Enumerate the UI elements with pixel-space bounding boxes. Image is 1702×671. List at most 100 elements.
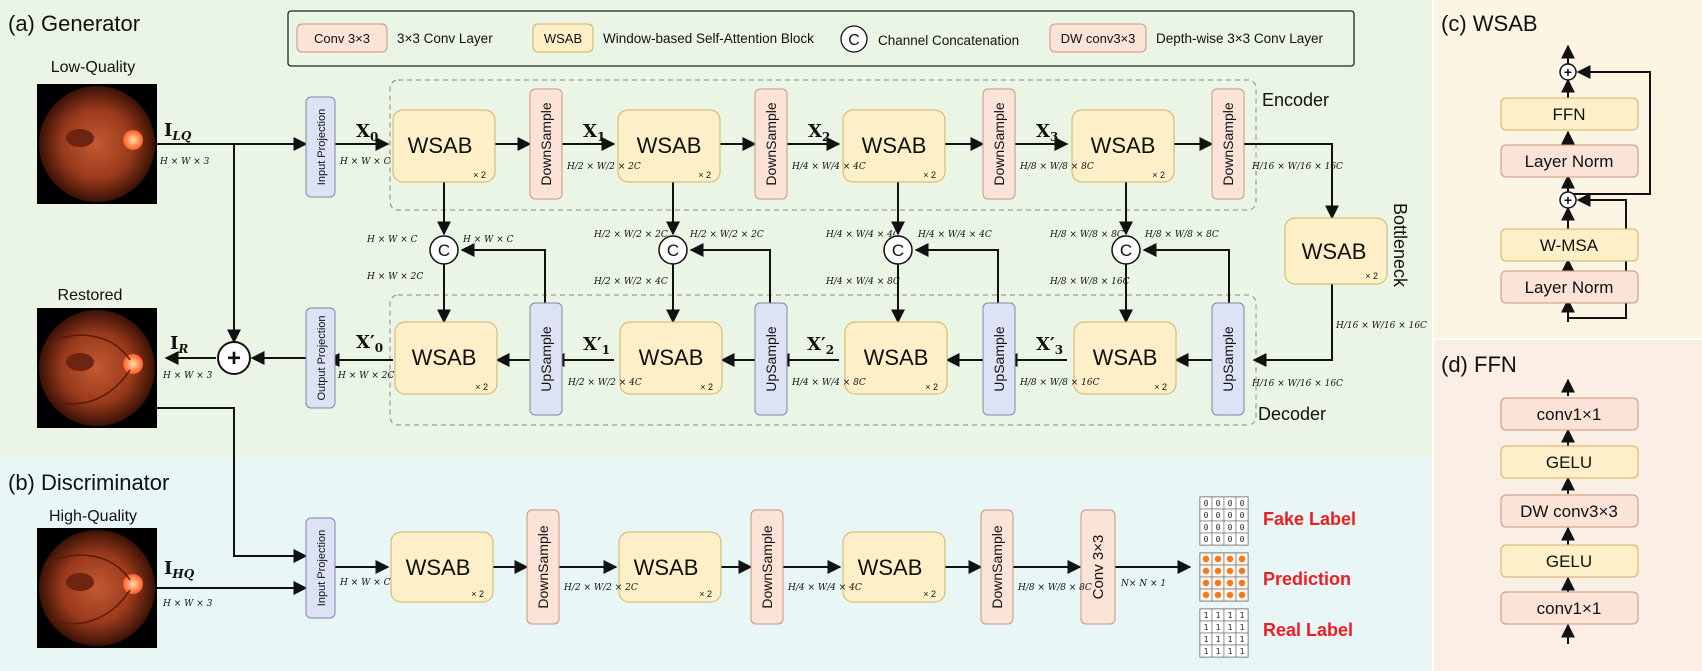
- concat-node-1: C: [429, 235, 459, 265]
- bottleneck-label: Bottleneck: [1390, 203, 1410, 288]
- svg-text:× 2: × 2: [471, 589, 484, 599]
- real-label-digit: 1: [1240, 623, 1245, 632]
- svg-text:WSAB: WSAB: [634, 555, 699, 580]
- downsample-discriminator-3: DownSample: [980, 509, 1014, 625]
- ffn-detail-conv1x1-bottom: conv1×1: [1500, 591, 1639, 625]
- svg-text:C: C: [892, 241, 904, 260]
- signal-i-hq: IHQ: [164, 558, 195, 581]
- svg-text:× 2: × 2: [925, 382, 938, 392]
- downsample-encoder-3: DownSample: [982, 88, 1016, 200]
- real-label-digit: 1: [1240, 611, 1245, 620]
- decoder-label: Decoder: [1258, 404, 1326, 424]
- svg-text:DW conv3×3: DW conv3×3: [1520, 502, 1618, 521]
- legend-desc-conv: 3×3 Conv Layer: [397, 31, 493, 46]
- signal-x0-prime: X′0: [356, 332, 383, 355]
- fake-label-digit: 0: [1228, 523, 1233, 532]
- dim-skip-4-right: H/8 × W/8 × 8C: [1144, 230, 1219, 240]
- svg-text:× 2: × 2: [1152, 170, 1165, 180]
- fake-label-digit: 0: [1240, 523, 1245, 532]
- dim-x0-prime: H × W × 2C: [337, 371, 394, 381]
- signal-x3-prime: X′3: [1036, 334, 1063, 357]
- svg-text:C: C: [1120, 241, 1132, 260]
- real-label-text: Real Label: [1263, 620, 1353, 640]
- svg-text:WSAB: WSAB: [406, 555, 471, 580]
- svg-text:WSAB: WSAB: [862, 133, 927, 158]
- low-quality-label: Low-Quality: [51, 59, 135, 76]
- wsab-encoder-1: WSAB × 2: [392, 109, 496, 183]
- fake-label-digit: 0: [1204, 535, 1209, 544]
- fake-label-digit: 0: [1204, 523, 1209, 532]
- wsab-encoder-4: WSAB × 2: [1071, 109, 1175, 183]
- legend-desc-dwconv: Depth-wise 3×3 Conv Layer: [1156, 31, 1323, 46]
- dim-x2: H/4 × W/4 × 4C: [791, 162, 866, 172]
- ffn-detail-dwconv: DW conv3×3: [1500, 494, 1639, 528]
- real-label-digit: 1: [1204, 611, 1209, 620]
- svg-text:DownSample: DownSample: [538, 102, 554, 185]
- prediction-dot: [1226, 579, 1234, 587]
- dim-skip-4-left: H/8 × W/8 × 8C: [1049, 230, 1124, 240]
- svg-text:× 2: × 2: [923, 589, 936, 599]
- svg-text:GELU: GELU: [1546, 453, 1592, 472]
- fake-label-digit: 0: [1216, 535, 1221, 544]
- svg-text:WSAB: WSAB: [412, 345, 477, 370]
- svg-text:WSAB: WSAB: [1091, 133, 1156, 158]
- svg-text:DownSample: DownSample: [763, 102, 779, 185]
- wsab-detail-plus-2: +: [1559, 63, 1577, 81]
- svg-text:DownSample: DownSample: [991, 102, 1007, 185]
- fake-label-digit: 0: [1240, 499, 1245, 508]
- wsab-discriminator-3: WSAB × 2: [842, 531, 946, 603]
- dim-hw3-r: H × W × 3: [162, 371, 213, 381]
- restored-label: Restored: [58, 287, 123, 304]
- dim-skip-2-left: H/2 × W/2 × 2C: [593, 230, 668, 240]
- signal-x3: X3: [1036, 121, 1058, 144]
- prediction-dot: [1214, 591, 1222, 599]
- downsample-encoder-4: DownSample: [1211, 88, 1245, 200]
- dim-hw3-hq: H × W × 3: [162, 599, 213, 609]
- input-projection-discriminator: Input Projection: [305, 517, 336, 619]
- dim-skip-4-out: H/8 × W/8 × 16C: [1049, 277, 1130, 287]
- legend-item-conv: Conv 3×3 3×3 Conv Layer: [296, 23, 493, 53]
- fake-label-digit: 0: [1228, 511, 1233, 520]
- real-label-digit: 1: [1204, 623, 1209, 632]
- dim-disc-x1: H/2 × W/2 × 2C: [563, 583, 638, 593]
- svg-text:FFN: FFN: [1552, 105, 1585, 124]
- svg-text:WSAB: WSAB: [408, 133, 473, 158]
- dim-x2-prime: H/4 × W/4 × 8C: [791, 378, 866, 388]
- concat-node-2: C: [658, 235, 688, 265]
- ffn-detail-conv1x1-top: conv1×1: [1500, 397, 1639, 431]
- svg-text:WSAB: WSAB: [637, 133, 702, 158]
- dim-skip-1-left: H × W × C: [366, 235, 418, 245]
- prediction-dot: [1238, 579, 1246, 587]
- prediction-dot: [1202, 567, 1210, 575]
- output-projection: Output Projection: [305, 307, 336, 409]
- svg-text:DownSample: DownSample: [989, 525, 1005, 608]
- dim-x1: H/2 × W/2 × 2C: [566, 162, 641, 172]
- prediction-dot: [1214, 579, 1222, 587]
- svg-text:× 2: × 2: [1154, 382, 1167, 392]
- dim-skip-3-right: H/4 × W/4 × 4C: [917, 230, 992, 240]
- real-label-digit: 1: [1216, 611, 1221, 620]
- signal-i-lq: ILQ: [164, 120, 192, 143]
- signal-x0: X0: [356, 121, 378, 144]
- real-label-digit: 1: [1228, 611, 1233, 620]
- svg-text:× 2: × 2: [923, 170, 936, 180]
- real-label-digit: 1: [1240, 635, 1245, 644]
- signal-x1-prime: X′1: [583, 334, 610, 357]
- legend-tag-conv: Conv 3×3: [314, 31, 370, 46]
- input-projection-label: Input Projection: [316, 530, 328, 606]
- dim-x0: H × W × C: [339, 157, 391, 167]
- legend-desc-wsab: Window-based Self-Attention Block: [603, 31, 814, 46]
- prediction-text: Prediction: [1263, 569, 1351, 589]
- downsample-discriminator-2: DownSample: [750, 509, 784, 625]
- conv-discriminator: Conv 3×3: [1080, 509, 1116, 625]
- svg-text:W-MSA: W-MSA: [1540, 236, 1599, 255]
- prediction-dot: [1226, 555, 1234, 563]
- dim-disc-x3: H/8 × W/8 × 8C: [1017, 583, 1092, 593]
- real-label-digit: 1: [1204, 635, 1209, 644]
- svg-text:WSAB: WSAB: [1302, 239, 1367, 264]
- legend-box: [287, 10, 1355, 67]
- wsab-encoder-2: WSAB × 2: [617, 109, 721, 183]
- signal-labels: ILQ IR IHQ X0 X1 X2 X3 X′0 X′1 X′2 X′3: [164, 120, 1063, 581]
